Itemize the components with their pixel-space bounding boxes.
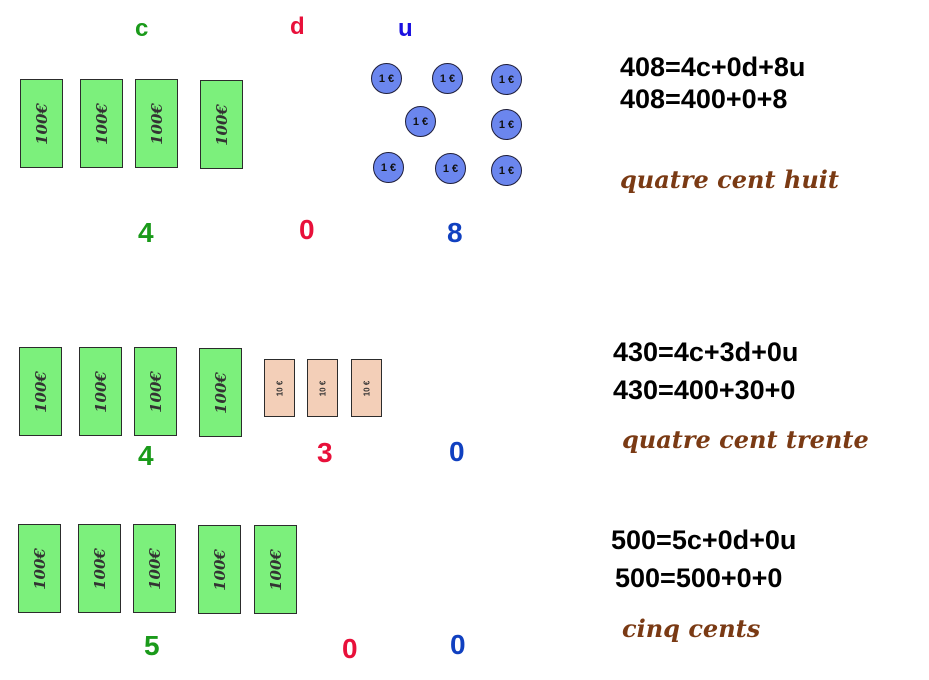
header-dizaines: d [290, 13, 305, 40]
header-centaines: c [135, 15, 149, 42]
coin-1-euro: 1 € [432, 63, 463, 94]
number-in-words: quatre cent huit [620, 165, 840, 194]
banknote-100: 100€ [79, 347, 122, 436]
equation-decomposition: 430=4c+3d+0u [613, 337, 799, 367]
digit-dizaines: 3 [317, 437, 333, 468]
digit-dizaines: 0 [342, 633, 358, 664]
coin-1-euro: 1 € [371, 63, 402, 94]
banknote-100: 100€ [134, 347, 177, 436]
digit-centaines: 4 [138, 440, 154, 471]
coin-1-euro: 1 € [405, 106, 436, 137]
banknote-100: 100€ [135, 79, 178, 168]
digit-unites: 8 [447, 217, 463, 248]
banknote-100: 100€ [198, 525, 241, 614]
coin-1-euro: 1 € [491, 64, 522, 95]
digit-centaines: 4 [138, 217, 154, 248]
banknote-100: 100€ [133, 524, 176, 613]
coin-1-euro: 1 € [491, 155, 522, 186]
equation-expanded: 408=400+0+8 [620, 84, 788, 114]
number-in-words: cinq cents [622, 614, 761, 643]
digit-centaines: 5 [144, 630, 160, 661]
header-unites: u [398, 15, 413, 42]
coin-1-euro: 1 € [435, 153, 466, 184]
banknote-10: 10 € [264, 359, 295, 417]
banknote-100: 100€ [254, 525, 297, 614]
digit-unites: 0 [449, 436, 465, 467]
coin-1-euro: 1 € [491, 109, 522, 140]
equation-decomposition: 500=5c+0d+0u [611, 525, 797, 555]
banknote-100: 100€ [18, 524, 61, 613]
equation-expanded: 430=400+30+0 [613, 375, 796, 405]
banknote-100: 100€ [19, 347, 62, 436]
equation-expanded: 500=500+0+0 [615, 563, 783, 593]
banknote-100: 100€ [199, 348, 242, 437]
number-in-words: quatre cent trente [622, 425, 869, 454]
digit-unites: 0 [450, 629, 466, 660]
banknote-100: 100€ [20, 79, 63, 168]
banknote-10: 10 € [307, 359, 338, 417]
coin-1-euro: 1 € [373, 152, 404, 183]
banknote-100: 100€ [80, 79, 123, 168]
banknote-100: 100€ [78, 524, 121, 613]
banknote-10: 10 € [351, 359, 382, 417]
banknote-100: 100€ [200, 80, 243, 169]
equation-decomposition: 408=4c+0d+8u [620, 52, 806, 82]
digit-dizaines: 0 [299, 214, 315, 245]
